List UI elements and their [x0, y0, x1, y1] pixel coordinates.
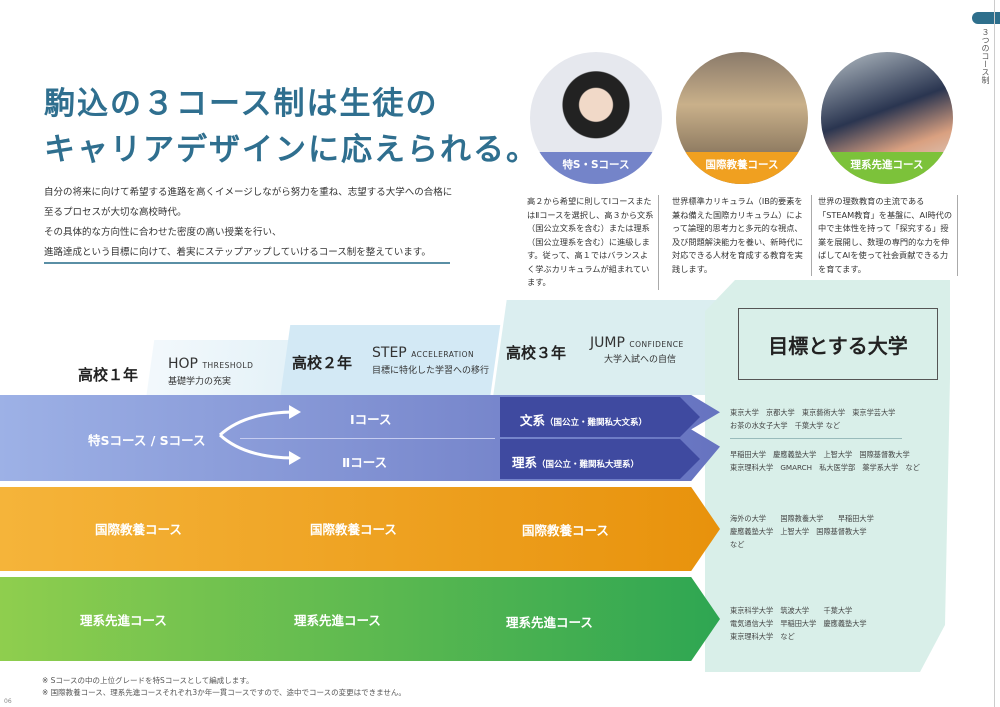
intro-text: 自分の将来に向けて希望する進路を高くイメージしながら努力を重ね、志望する大学への…	[44, 183, 464, 263]
year3-sub: 大学入試への自信	[604, 355, 677, 365]
course-label: 特S・Sコース	[530, 152, 662, 184]
band-s-course1: Ⅰコース	[350, 412, 392, 427]
band-intl-year2: 国際教養コース	[310, 522, 397, 537]
intro-line: その具体的な方向性に合わせた密度の高い授業を行い、	[44, 227, 282, 238]
intro-line: 至るプロセスが大切な高校時代。	[44, 207, 187, 218]
band-sci-year3: 理系先進コース	[506, 615, 593, 630]
year1-label: 高校１年	[78, 366, 139, 384]
course-desc-intl: 世界標準カリキュラム（IB的要素を兼ね備えた国際カリキュラム）によって論理的思考…	[672, 195, 812, 276]
page-title-line2: キャリアデザインに応えられる。	[44, 132, 539, 168]
goal-title: 目標とする大学	[738, 308, 938, 380]
year1-sub: 基礎学力の充実	[168, 377, 232, 387]
band-bun	[500, 397, 700, 437]
course-photo-sci: 理系先進コース	[821, 52, 953, 184]
side-tab-marker	[972, 12, 1000, 24]
band-divider	[240, 438, 495, 439]
band-s-year1: 特Sコース / Sコース	[88, 433, 206, 448]
band-s-course2: Ⅱコース	[342, 455, 388, 470]
universities-intl: 海外の大学 国際教養大学 早稲田大学慶應義塾大学 上智大学 国際基督教大学など	[730, 514, 874, 549]
band-sci-course	[0, 577, 720, 661]
side-tab-label: ３つのコース制	[981, 28, 990, 84]
goal-panel	[705, 280, 950, 672]
page-number: 06	[4, 698, 12, 705]
band-sci-year2: 理系先進コース	[294, 613, 381, 628]
universities-bun: 東京大学 京都大学 東京藝術大学 東京学芸大学お茶の水女子大学 千葉大学 など	[730, 408, 896, 430]
band-intl-year1: 国際教養コース	[95, 522, 182, 537]
band-ri	[500, 439, 700, 479]
band-ri-label: 理系（国公立・難関私大理系）	[512, 455, 640, 470]
course-desc-s: 高２から希望に則してⅠコースまたはⅡコースを選択し、高３から文系（国公立文系を含…	[527, 195, 659, 290]
band-bun-label: 文系（国公立・難関私大文系）	[520, 413, 648, 428]
course-photo-intl: 国際教養コース	[676, 52, 808, 184]
year2-stage: STEP ACCELERATION	[372, 345, 475, 361]
year3-label: 高校３年	[506, 344, 567, 362]
course-photo-s: 特S・Sコース	[530, 52, 662, 184]
intro-line: 自分の将来に向けて希望する進路を高くイメージしながら努力を重ね、志望する大学への…	[44, 187, 453, 198]
universities-sci: 東京科学大学 筑波大学 千葉大学電気通信大学 早稲田大学 慶應義塾大学東京理科大…	[730, 606, 867, 641]
footnotes: ※ Sコースの中の上位グレードを特Sコースとして編成します。※ 国際教養コース、…	[42, 676, 406, 697]
divider	[44, 262, 450, 264]
course-label: 理系先進コース	[821, 152, 953, 184]
page-edge	[994, 0, 995, 707]
page-title-line1: 駒込の３コース制は生徒の	[44, 86, 439, 122]
intro-line: 進路達成という目標に向けて、着実にステップアップしていけるコース制を整えています…	[44, 247, 431, 258]
branch-arrows-icon	[218, 405, 301, 465]
band-intl-year3: 国際教養コース	[522, 523, 609, 538]
course-desc-sci: 世界の理数教育の主流である「STEAM教育」を基盤に、AI時代の中で主体性を持っ…	[818, 195, 958, 276]
year1-stage: HOP THRESHOLD	[168, 356, 254, 372]
band-sci-year1: 理系先進コース	[80, 613, 167, 628]
year2-sub: 目標に特化した学習への移行	[372, 366, 490, 376]
course-label: 国際教養コース	[676, 152, 808, 184]
universities-ri: 早稲田大学 慶應義塾大学 上智大学 国際基督教大学東京理科大学 GMARCH 私…	[730, 450, 920, 472]
year2-label: 高校２年	[292, 354, 353, 372]
band-intl-course	[0, 487, 720, 571]
year3-stage: JUMP CONFIDENCE	[590, 335, 684, 351]
uni-divider	[730, 438, 902, 439]
